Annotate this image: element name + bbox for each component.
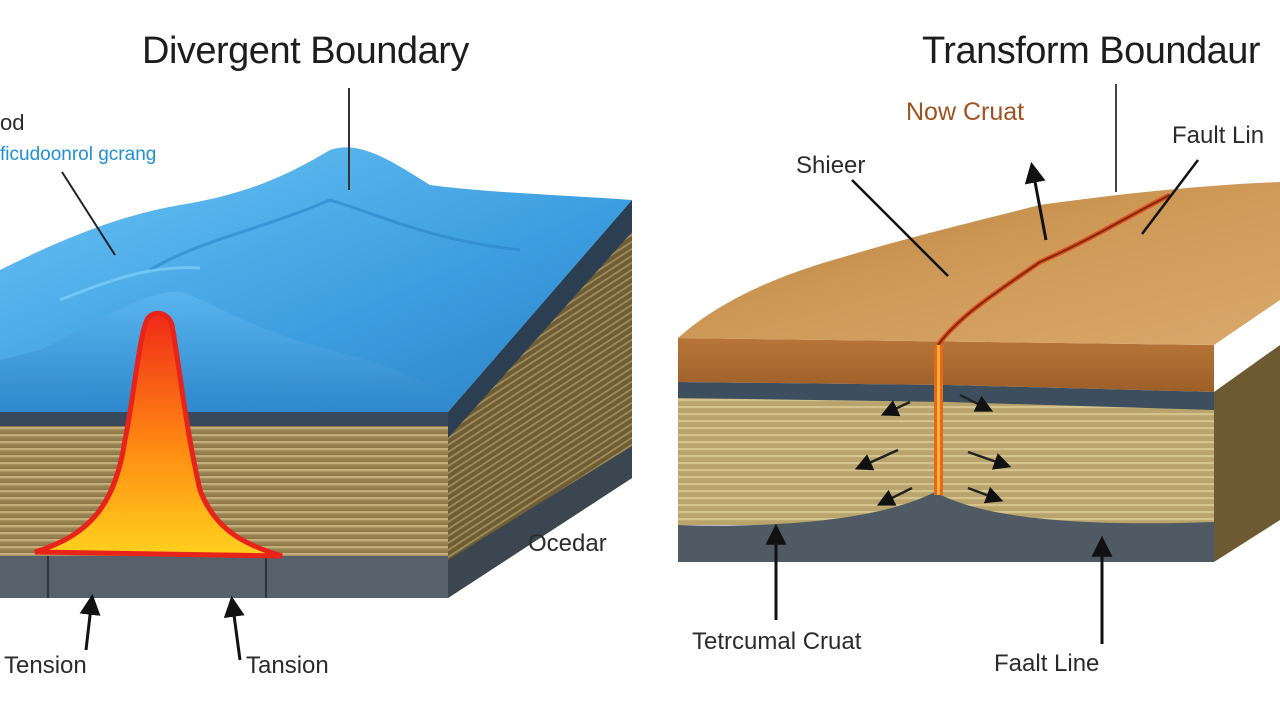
transform-title: Transform Boundaur	[922, 30, 1261, 72]
tension-arrow-right	[223, 595, 245, 661]
crust-top-surface	[678, 182, 1280, 345]
label-tension-left: Tension	[4, 652, 87, 679]
crust-front-face	[678, 338, 1214, 392]
divergent-mantle-band	[0, 556, 448, 598]
label-ocedar: Ocedar	[528, 530, 607, 557]
transform-block	[678, 182, 1280, 562]
shear-leader-line	[851, 179, 949, 277]
label-ocean-blue: ficudoonrol gcrang	[0, 144, 157, 165]
label-partial-top: od	[0, 110, 25, 135]
tension-arrow-left	[79, 593, 101, 651]
ocean-leader-line	[61, 171, 116, 256]
new-crust-arrow	[1024, 161, 1048, 241]
label-crust-bottom-left: Tetrcumal Cruat	[692, 628, 862, 655]
label-fault-line-bottom: Faalt Line	[994, 650, 1100, 677]
magma-plume	[34, 310, 283, 559]
fault-line-leader	[1141, 159, 1199, 235]
divergent-block	[0, 147, 632, 598]
label-new-crust: Now Cruat	[906, 98, 1025, 126]
label-fault-line-top: Fault Lin	[1172, 122, 1265, 149]
label-tension-right: Tansion	[246, 652, 329, 679]
shear-arrows	[854, 393, 1012, 506]
divergent-title: Divergent Boundary	[142, 30, 469, 72]
transform-mantle-band	[678, 492, 1214, 562]
label-shear: Shieer	[796, 152, 866, 179]
